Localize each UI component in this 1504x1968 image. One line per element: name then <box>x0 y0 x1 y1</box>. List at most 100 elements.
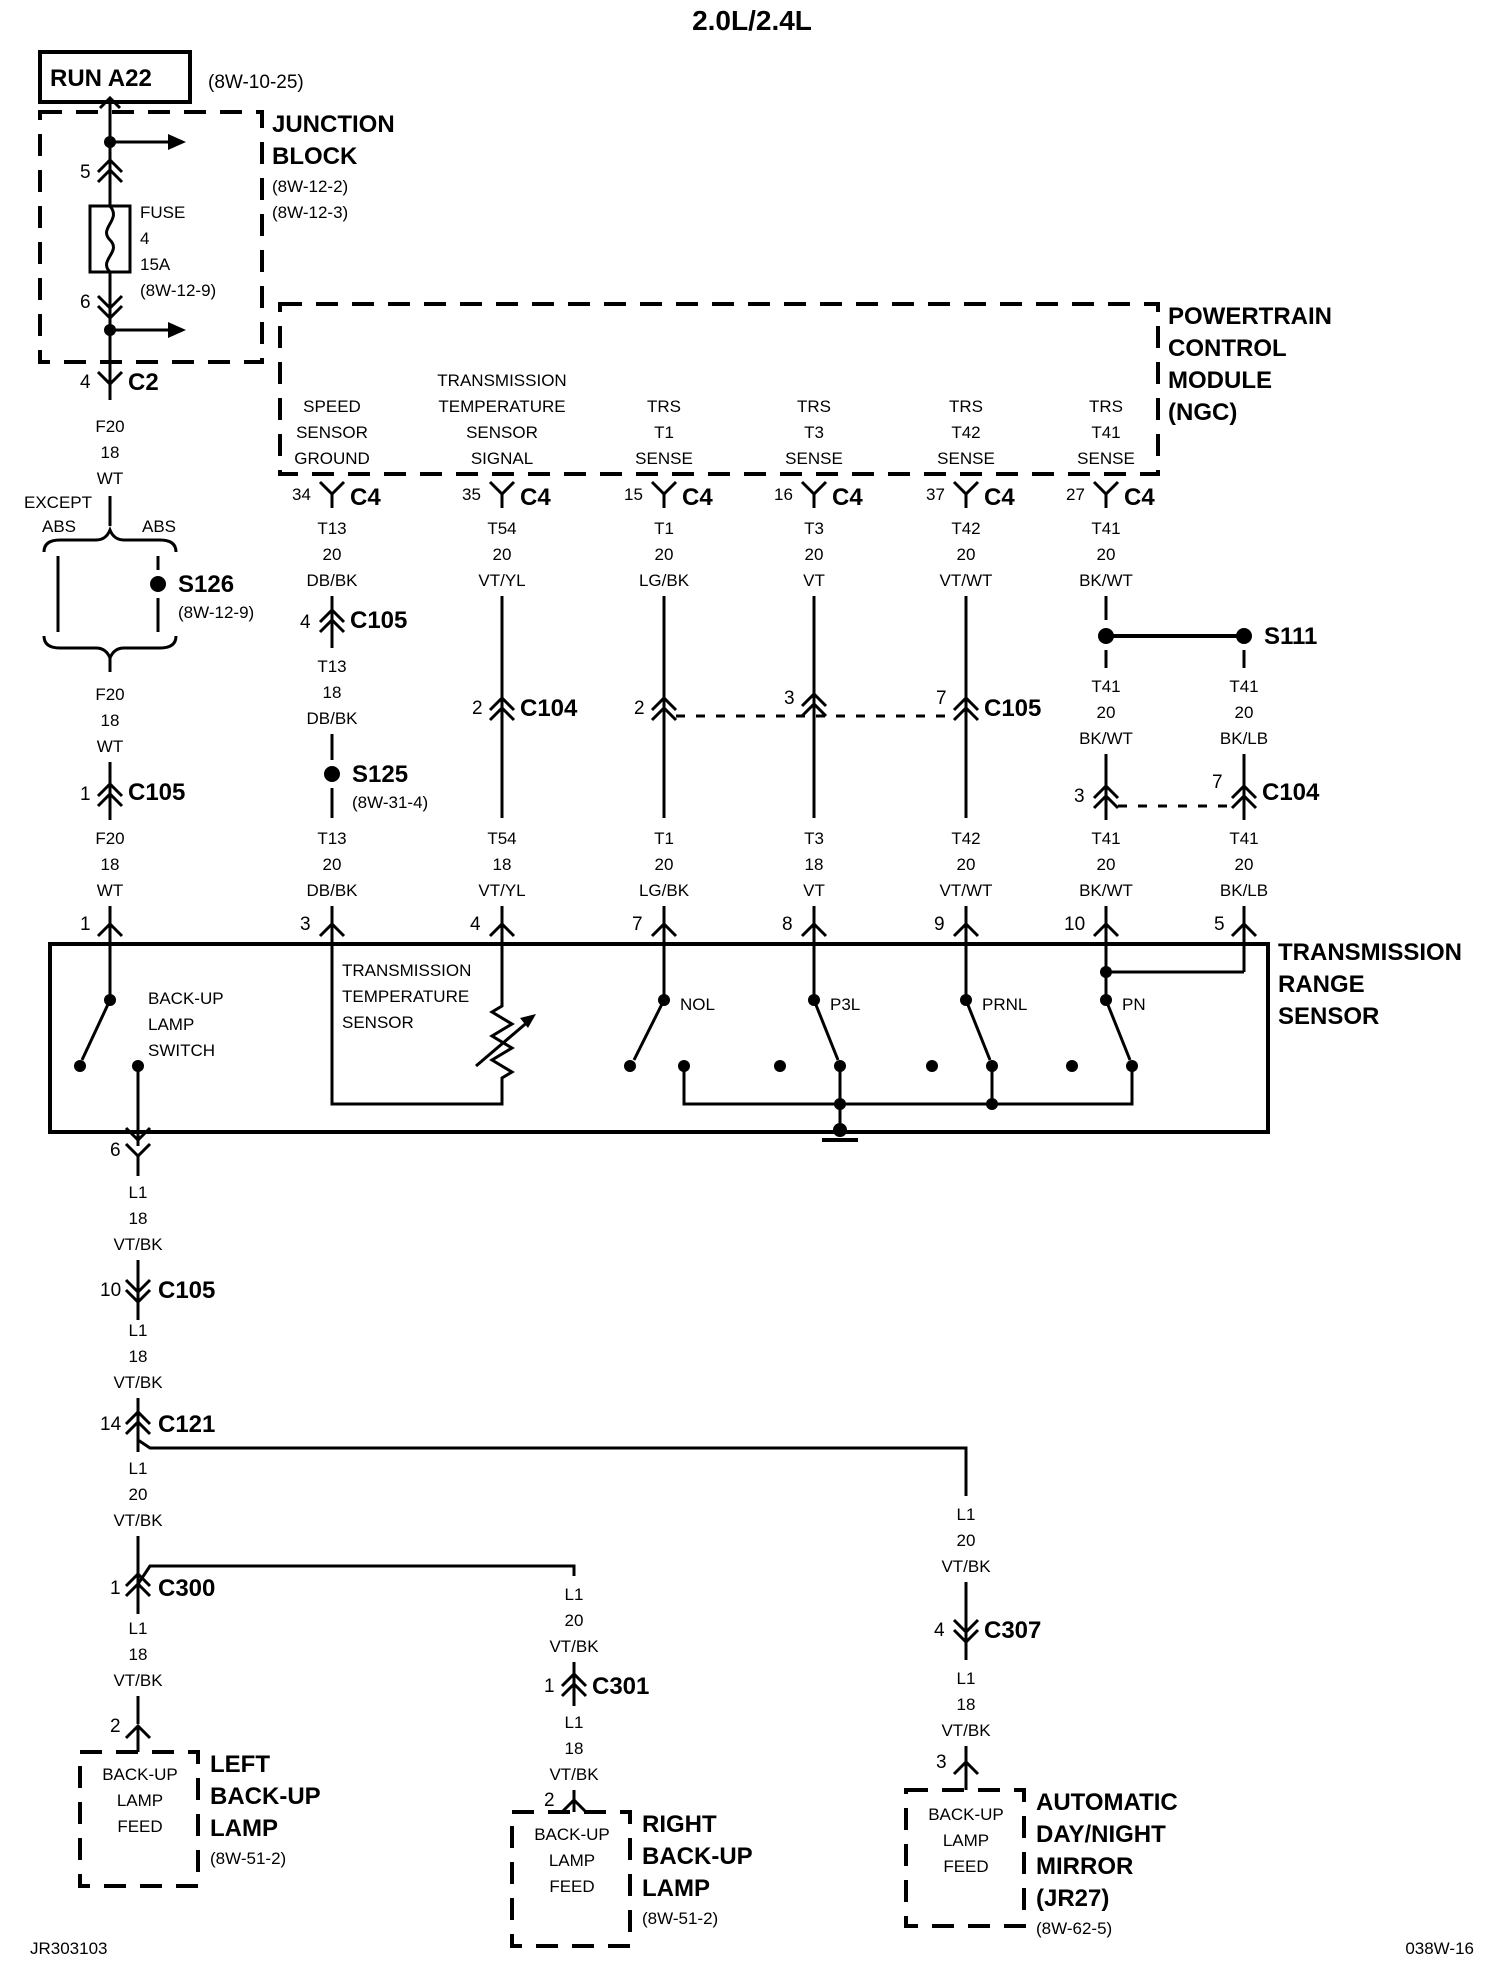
svg-text:TRANSMISSION: TRANSMISSION <box>342 961 471 980</box>
svg-text:18: 18 <box>129 1209 148 1228</box>
svg-text:18: 18 <box>101 443 120 462</box>
bus-node <box>986 1098 998 1110</box>
svg-text:BACK-UP: BACK-UP <box>642 1843 753 1870</box>
svg-text:VT/BK: VT/BK <box>113 1373 163 1392</box>
svg-text:L1: L1 <box>565 1585 584 1604</box>
svg-text:T41: T41 <box>1229 677 1258 696</box>
l1-rt-wire-label-2: L1 18 VT/BK <box>941 1669 991 1740</box>
switch-prnl: PRNL <box>926 960 1027 1072</box>
svg-text:SENSE: SENSE <box>937 449 995 468</box>
svg-text:5: 5 <box>1214 914 1225 935</box>
c300-connector: 1 C300 <box>110 1571 215 1602</box>
run-ref: (8W-10-25) <box>208 72 304 93</box>
c104-connector-t41: 3 <box>1074 783 1120 810</box>
s125-splice <box>324 766 340 782</box>
footer-right-code: 038W-16 <box>1405 1939 1474 1958</box>
svg-text:4: 4 <box>470 914 481 935</box>
svg-text:LAMP: LAMP <box>549 1851 595 1870</box>
trs-pin-1: 1 <box>80 914 124 960</box>
s126-ref: (8W-12-9) <box>178 603 254 622</box>
right-lamp-feed-label: BACK-UP LAMP FEED <box>534 1825 610 1896</box>
arrow-up-icon <box>98 95 122 110</box>
svg-text:1: 1 <box>544 1676 555 1697</box>
svg-text:4: 4 <box>934 1620 945 1641</box>
svg-text:T41: T41 <box>1091 423 1120 442</box>
svg-text:18: 18 <box>101 711 120 730</box>
svg-text:VT/YL: VT/YL <box>478 881 525 900</box>
svg-text:C105: C105 <box>350 607 407 634</box>
svg-text:BLOCK: BLOCK <box>272 143 358 170</box>
s111-splice <box>1236 628 1252 644</box>
svg-text:10: 10 <box>100 1280 121 1301</box>
svg-text:3: 3 <box>1074 786 1085 807</box>
svg-text:VT/BK: VT/BK <box>113 1671 163 1690</box>
svg-text:BK/WT: BK/WT <box>1079 571 1133 590</box>
svg-text:14: 14 <box>100 1414 122 1435</box>
svg-text:C300: C300 <box>158 1575 215 1602</box>
c105-connector-f20: 1 C105 <box>80 779 185 808</box>
c105-connector-t13: 4 C105 <box>300 607 407 634</box>
pcm-pin-35-c4: 35 C4 <box>462 480 551 511</box>
svg-text:20: 20 <box>323 855 342 874</box>
pcm-name: POWERTRAIN CONTROL MODULE (NGC) <box>1168 303 1332 426</box>
left-lamp-name: LEFT BACK-UP LAMP (8W-51-2) <box>210 1751 321 1868</box>
svg-text:LEFT: LEFT <box>210 1751 270 1778</box>
svg-text:10: 10 <box>1064 914 1085 935</box>
svg-text:F20: F20 <box>95 417 124 436</box>
svg-text:L1: L1 <box>129 1459 148 1478</box>
svg-text:18: 18 <box>129 1645 148 1664</box>
c121-connector: 14 C121 <box>100 1409 215 1438</box>
t41-wire-label-3: T41 20 BK/WT <box>1079 829 1133 900</box>
svg-text:(8W-51-2): (8W-51-2) <box>210 1849 286 1868</box>
svg-text:C105: C105 <box>158 1277 215 1304</box>
thermistor-arrow-line <box>475 1018 531 1068</box>
svg-text:LAMP: LAMP <box>148 1015 194 1034</box>
t3-wire-label-1: T3 20 VT <box>803 519 825 590</box>
junction-block-box <box>38 110 264 364</box>
mirror-box <box>904 1788 1026 1928</box>
diagram-title: 2.0L/2.4L <box>692 5 812 36</box>
svg-text:FEED: FEED <box>549 1877 594 1896</box>
l1-wire-label-1: L1 18 VT/BK <box>113 1183 163 1254</box>
mirror-pin-3: 3 <box>936 1752 980 1790</box>
svg-text:T13: T13 <box>317 657 346 676</box>
svg-text:NOL: NOL <box>680 995 715 1014</box>
svg-text:T41: T41 <box>1091 829 1120 848</box>
svg-text:20: 20 <box>565 1611 584 1630</box>
t3-wire-label-2: T3 18 VT <box>803 829 825 900</box>
svg-text:WT: WT <box>97 469 123 488</box>
s126-label: S126 <box>178 571 234 598</box>
svg-text:16: 16 <box>774 485 793 504</box>
switch-nol: NOL <box>624 960 715 1072</box>
fuse-symbol <box>88 204 132 274</box>
mirror-feed-label: BACK-UP LAMP FEED <box>928 1805 1004 1876</box>
c105-connector-l1: 10 C105 <box>100 1277 215 1305</box>
l1-branch-mirror <box>137 1438 968 1496</box>
svg-text:1: 1 <box>80 784 91 805</box>
trs-pin-9: 9 <box>934 914 980 960</box>
svg-text:18: 18 <box>957 1695 976 1714</box>
svg-text:PN: PN <box>1122 995 1146 1014</box>
svg-text:SENSE: SENSE <box>635 449 693 468</box>
abs-left-label: ABS <box>42 517 76 536</box>
svg-text:TRS: TRS <box>797 397 831 416</box>
trs-pin-8: 8 <box>782 914 828 960</box>
svg-text:SENSOR: SENSOR <box>342 1013 414 1032</box>
l1-mid-wire-label-1: L1 20 VT/BK <box>549 1585 599 1656</box>
except-label: EXCEPT <box>24 493 92 512</box>
svg-text:BACK-UP: BACK-UP <box>148 989 224 1008</box>
svg-text:L1: L1 <box>565 1713 584 1732</box>
svg-text:F20: F20 <box>95 685 124 704</box>
svg-text:18: 18 <box>323 683 342 702</box>
svg-text:JUNCTION: JUNCTION <box>272 111 395 138</box>
right-lamp-box <box>510 1810 632 1948</box>
t54-wire-label-1: T54 20 VT/YL <box>478 519 525 590</box>
thermistor-symbol <box>489 960 515 1086</box>
svg-text:5: 5 <box>80 162 91 183</box>
svg-text:BK/LB: BK/LB <box>1220 729 1268 748</box>
l1-wire-label-2: L1 18 VT/BK <box>113 1321 163 1392</box>
svg-text:6: 6 <box>80 292 91 313</box>
svg-text:BK/LB: BK/LB <box>1220 881 1268 900</box>
svg-text:18: 18 <box>805 855 824 874</box>
svg-text:F20: F20 <box>95 829 124 848</box>
